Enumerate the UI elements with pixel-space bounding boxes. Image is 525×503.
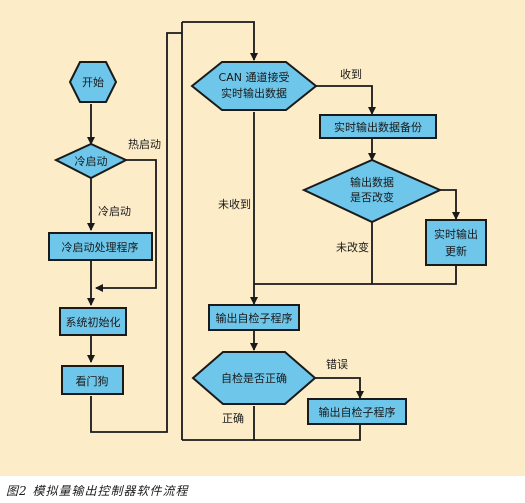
- edge-loop-to-can: [182, 21, 258, 61]
- edge-error-routine-return: [254, 424, 361, 441]
- changed-label-line1: 输出数据: [350, 175, 394, 189]
- can-label-line2: 实时输出数据: [221, 86, 287, 100]
- correct-label: 正确: [222, 412, 244, 425]
- coldstart-decision-label: 冷启动: [75, 155, 108, 168]
- output-selftest-node: [208, 304, 300, 331]
- backup-label: 实时输出数据备份: [334, 120, 422, 134]
- realtime-label-line1: 实时输出: [434, 227, 478, 241]
- selftest-decision-node: [191, 351, 317, 405]
- node-labels: 开始 冷启动 冷启动处理程序 系统初始化 看门狗 CAN 通道接受 实时输出数据…: [62, 70, 479, 419]
- figure-caption: 图2 模拟量输出控制器软件流程: [6, 484, 189, 498]
- watchdog-label: 看门狗: [76, 374, 109, 388]
- realtime-update-node: [425, 219, 487, 266]
- edge-changed-to-update: [440, 189, 460, 220]
- edge-decision-error: [315, 377, 364, 399]
- not-received-label: 未收到: [218, 197, 251, 211]
- coldstart-decision-node: [53, 142, 129, 180]
- start-label: 开始: [82, 75, 104, 89]
- hot-start-label: 热启动: [128, 138, 161, 151]
- backup-node: [319, 114, 437, 139]
- system-init-label: 系统初始化: [66, 315, 121, 329]
- output-selftest2-label: 输出自检子程序: [319, 405, 396, 419]
- unchanged-label: 未改变: [336, 240, 369, 254]
- nodes: [48, 61, 487, 425]
- cold-init-routine-label: 冷启动处理程序: [62, 240, 139, 254]
- selftest-decision-label: 自检是否正确: [221, 371, 287, 385]
- realtime-label-line2: 更新: [445, 244, 467, 258]
- flowchart: 开始 冷启动 冷启动处理程序 系统初始化 看门狗 CAN 通道接受 实时输出数据…: [48, 21, 487, 441]
- edge-hotstart-bypass: [95, 159, 157, 292]
- edge-can-to-backup: [315, 85, 376, 115]
- output-selftest2-node: [307, 398, 407, 425]
- edge-update-to-merge: [254, 265, 457, 285]
- received-label: 收到: [340, 67, 362, 81]
- edges: [87, 21, 460, 441]
- error-label: 错误: [326, 357, 348, 371]
- cold-start-label: 冷启动: [98, 205, 131, 218]
- cold-init-routine-node: [48, 232, 153, 261]
- edge-watchdog-to-loop: [90, 32, 182, 433]
- edge-labels: 热启动 冷启动 收到 未收到 未改变 错误 正确: [98, 67, 369, 425]
- watchdog-node: [61, 365, 124, 395]
- changed-label-line2: 是否改变: [350, 190, 394, 204]
- changed-decision-node: [301, 158, 443, 224]
- start-node: [68, 61, 118, 103]
- system-init-node: [59, 307, 127, 336]
- can-label-line1: CAN 通道接受: [219, 70, 290, 84]
- can-receive-decision-node: [190, 61, 318, 111]
- output-selftest-label: 输出自检子程序: [216, 311, 293, 325]
